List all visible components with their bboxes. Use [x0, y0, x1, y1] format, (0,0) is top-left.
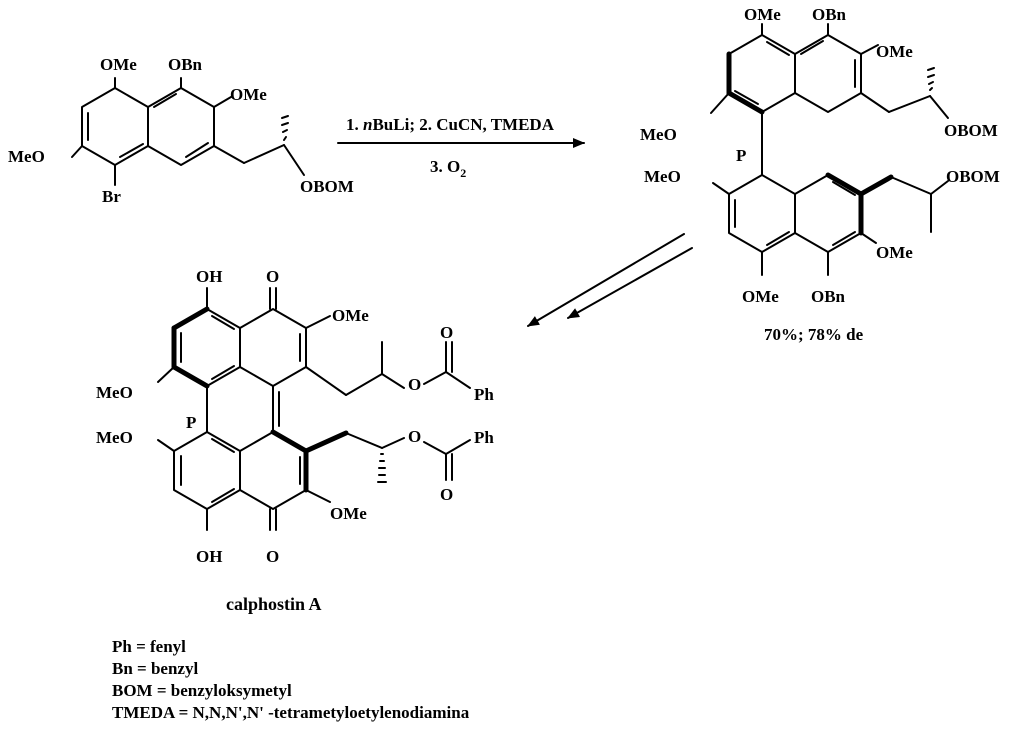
sm-label-obn: OBn: [168, 55, 203, 74]
calphostin-label-oh-top: OH: [196, 267, 222, 286]
biaryl-label-obom-1: OBOM: [944, 121, 998, 140]
biaryl-label-meo-1: MeO: [640, 125, 677, 144]
biaryl-label-ome-1: OMe: [744, 5, 781, 24]
sm-label-meo: MeO: [8, 147, 45, 166]
calphostin-label-ph-top: Ph: [474, 385, 494, 404]
sm-label-ome-2: OMe: [230, 85, 267, 104]
calphostin-label-ester-o-bottom: O: [408, 427, 421, 446]
sm-label-ome-1: OMe: [100, 55, 137, 74]
biaryl-product: OMe OBn OMe MeO OBOM P MeO OBOM OMe OMe …: [640, 5, 1000, 344]
biaryl-label-obom-2: OBOM: [946, 167, 1000, 186]
calphostin-a: OH O OMe O MeO Ph P MeO O Ph O OMe OH O …: [96, 267, 494, 614]
calphostin-bonds: [157, 287, 471, 531]
sm-label-obom: OBOM: [300, 177, 354, 196]
calphostin-label-oh-bottom: OH: [196, 547, 222, 566]
legend-bom: BOM = benzyloksymetyl: [112, 681, 292, 700]
biaryl-label-ome-3: OMe: [876, 243, 913, 262]
calphostin-label-o-top: O: [266, 267, 279, 286]
reaction-conditions-line2: 3. O2: [430, 157, 466, 180]
calphostin-label-meo-bottom: MeO: [96, 428, 133, 447]
calphostin-chirality-label: P: [186, 413, 196, 432]
biaryl-label-ome-2: OMe: [876, 42, 913, 61]
calphostin-label-carbonyl-o-bottom: O: [440, 485, 453, 504]
calphostin-label-o-bottom: O: [266, 547, 279, 566]
biaryl-label-ome-4: OMe: [742, 287, 779, 306]
biaryl-bonds: [710, 23, 949, 276]
calphostin-name: calphostin A: [226, 594, 322, 614]
legend-ph: Ph = fenyl: [112, 637, 186, 656]
calphostin-label-ome-bottom: OMe: [330, 504, 367, 523]
legend-bn: Bn = benzyl: [112, 659, 199, 678]
sm-label-br: Br: [102, 187, 121, 206]
abbreviation-legend: Ph = fenyl Bn = benzyl BOM = benzyloksym…: [112, 636, 469, 724]
biaryl-yield: 70%; 78% de: [764, 325, 864, 344]
biaryl-chirality-label: P: [736, 146, 746, 165]
calphostin-label-ph-bottom: Ph: [474, 428, 494, 447]
calphostin-label-ome-top: OMe: [332, 306, 369, 325]
starting-material-bonds: [71, 77, 305, 186]
calphostin-label-carbonyl-o-top: O: [440, 323, 453, 342]
biaryl-label-obn-1: OBn: [812, 5, 847, 24]
biaryl-label-meo-2: MeO: [644, 167, 681, 186]
starting-material: OMe OBn OMe MeO Br OBOM: [8, 55, 354, 206]
multistep-arrow: [527, 233, 693, 327]
calphostin-label-meo-top: MeO: [96, 383, 133, 402]
legend-tmeda: TMEDA = N,N,N',N' -tetrametyloetylenodia…: [112, 703, 470, 722]
calphostin-label-ester-o-top: O: [408, 375, 421, 394]
reaction-conditions-line1: 1. nBuLi; 2. CuCN, TMEDA: [346, 115, 555, 134]
biaryl-label-obn-2: OBn: [811, 287, 846, 306]
